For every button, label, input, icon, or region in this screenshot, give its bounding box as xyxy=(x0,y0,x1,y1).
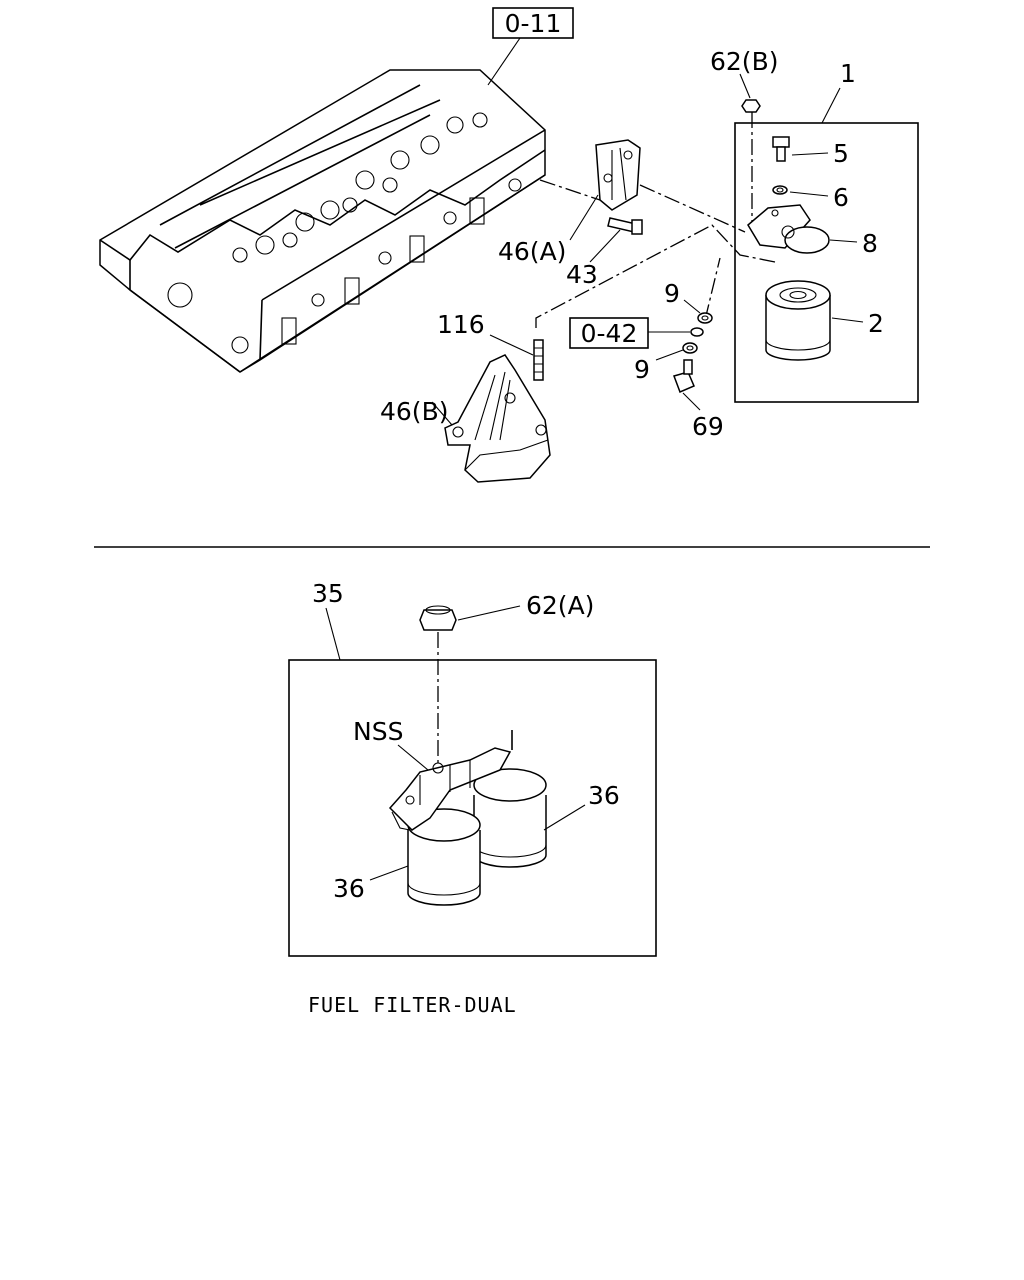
label-36-left: 36 xyxy=(333,874,365,903)
label-8: 8 xyxy=(862,229,878,258)
washer-9-top: 9 xyxy=(664,279,713,324)
label-1: 1 xyxy=(840,59,856,88)
bolt-5: 5 xyxy=(772,136,849,168)
filter-cartridge-2: 2 xyxy=(765,280,884,361)
label-43: 43 xyxy=(566,260,598,289)
label-62a: 62(A) xyxy=(526,591,594,620)
stud-116: 116 xyxy=(437,310,544,381)
label-116: 116 xyxy=(437,310,485,339)
diagram-caption: FUEL FILTER-DUAL xyxy=(308,993,517,1017)
ref-box-0-42: 0-42 xyxy=(569,317,704,349)
label-9-bottom: 9 xyxy=(634,355,650,384)
bracket-46b: 46(B) xyxy=(380,354,551,483)
label-36-right: 36 xyxy=(588,781,620,810)
label-35: 35 xyxy=(312,579,344,608)
assembly-lines xyxy=(535,112,776,328)
bracket-46a: 46(A) xyxy=(498,139,641,266)
label-46b: 46(B) xyxy=(380,397,448,426)
label-69: 69 xyxy=(692,412,724,441)
label-2: 2 xyxy=(868,309,884,338)
ref-label-0-11: 0-11 xyxy=(505,9,562,38)
washer-6: 6 xyxy=(772,183,849,212)
nut-62b: 62(B) xyxy=(710,47,778,113)
label-62b: 62(B) xyxy=(710,47,778,76)
bolt-43: 43 xyxy=(566,217,643,289)
dual-filter-box-35: 35 xyxy=(288,579,657,957)
cylinder-head xyxy=(99,69,546,373)
label-46a: 46(A) xyxy=(498,237,566,266)
label-6: 6 xyxy=(833,183,849,212)
label-5: 5 xyxy=(833,139,849,168)
ref-box-0-11: 0-11 xyxy=(487,7,574,86)
bolt-69: 69 xyxy=(673,359,724,441)
nut-62a: 62(A) xyxy=(419,591,594,765)
ref-label-0-42: 0-42 xyxy=(581,319,638,348)
label-9-top: 9 xyxy=(664,279,680,308)
filter-assembly-box-1: 1 xyxy=(734,59,919,403)
label-nss: NSS xyxy=(353,717,403,746)
dual-fuel-filter: NSS 36 36 xyxy=(333,717,620,906)
washer-9-bottom: 9 xyxy=(634,342,698,384)
filter-head-8: 8 xyxy=(747,204,878,258)
